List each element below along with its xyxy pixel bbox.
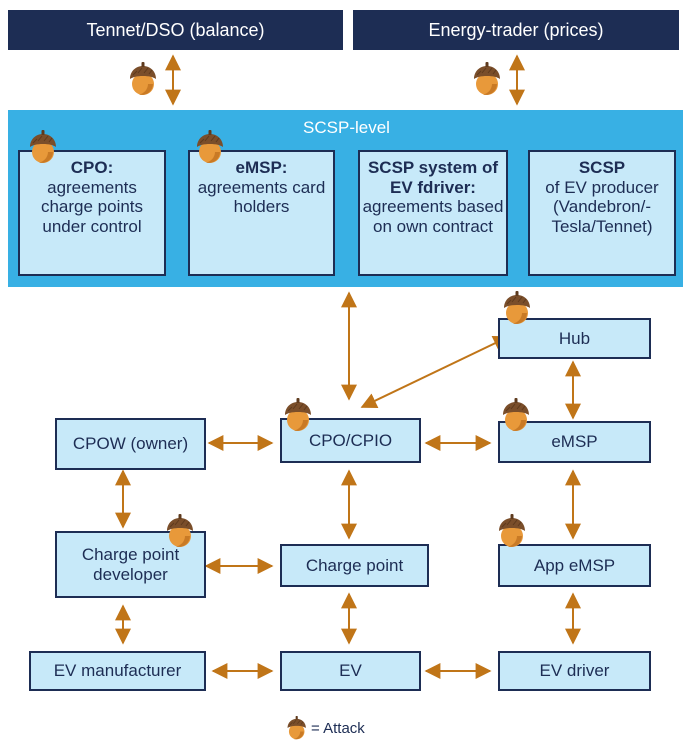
scsp-card-emsp: eMSP: agreements card holders [188, 150, 335, 276]
tennet-dso-header: Tennet/DSO (balance) [8, 10, 343, 50]
acorn-icon [194, 130, 224, 164]
scsp-card-cpo-title: CPO: [70, 158, 114, 177]
scsp-card-emsp-text: agreements card holders [197, 177, 326, 217]
acorn-icon [496, 514, 526, 548]
scsp-card-ev-producer-text: of EV producer (Vandebron/-Tesla/Tennet) [545, 177, 659, 236]
node-cpow: CPOW (owner) [55, 418, 206, 470]
acorn-icon [500, 398, 530, 432]
acorn-icon [27, 130, 57, 164]
scsp-card-ev-driver: SCSP system of EV fdriver: agreements ba… [358, 150, 508, 276]
scsp-card-ev-driver-text: agreements based on own contract [362, 197, 504, 236]
acorn-icon [164, 514, 194, 548]
scsp-card-ev-producer-title: SCSP [578, 158, 626, 177]
node-charge-point-developer: Charge point developer [55, 531, 206, 598]
scsp-card-emsp-title: eMSP: [235, 158, 288, 177]
scsp-card-cpo: CPO: agreements charge points under cont… [18, 150, 166, 276]
acorn-icon [285, 716, 307, 740]
acorn-icon [127, 62, 157, 96]
scsp-card-ev-producer: SCSP of EV producer (Vandebron/-Tesla/Te… [528, 150, 676, 276]
energy-trader-header: Energy-trader (prices) [353, 10, 679, 50]
node-ev-driver: EV driver [498, 651, 651, 691]
node-charge-point: Charge point [280, 544, 429, 587]
scsp-card-cpo-text: agreements charge points under control [40, 177, 144, 236]
node-ev: EV [280, 651, 421, 691]
node-cpo-cpio: CPO/CPIO [280, 418, 421, 463]
acorn-icon [501, 291, 531, 325]
acorn-icon [282, 398, 312, 432]
node-app-emsp: App eMSP [498, 544, 651, 587]
scsp-level-title: SCSP-level [303, 118, 390, 137]
node-hub: Hub [498, 318, 651, 359]
acorn-icon [471, 62, 501, 96]
legend: = Attack [285, 716, 365, 740]
scsp-card-ev-driver-title: SCSP system of EV fdriver: [367, 158, 499, 197]
arrow-hub-cpo [360, 336, 510, 408]
node-ev-manufacturer: EV manufacturer [29, 651, 206, 691]
legend-label: = Attack [311, 719, 365, 737]
